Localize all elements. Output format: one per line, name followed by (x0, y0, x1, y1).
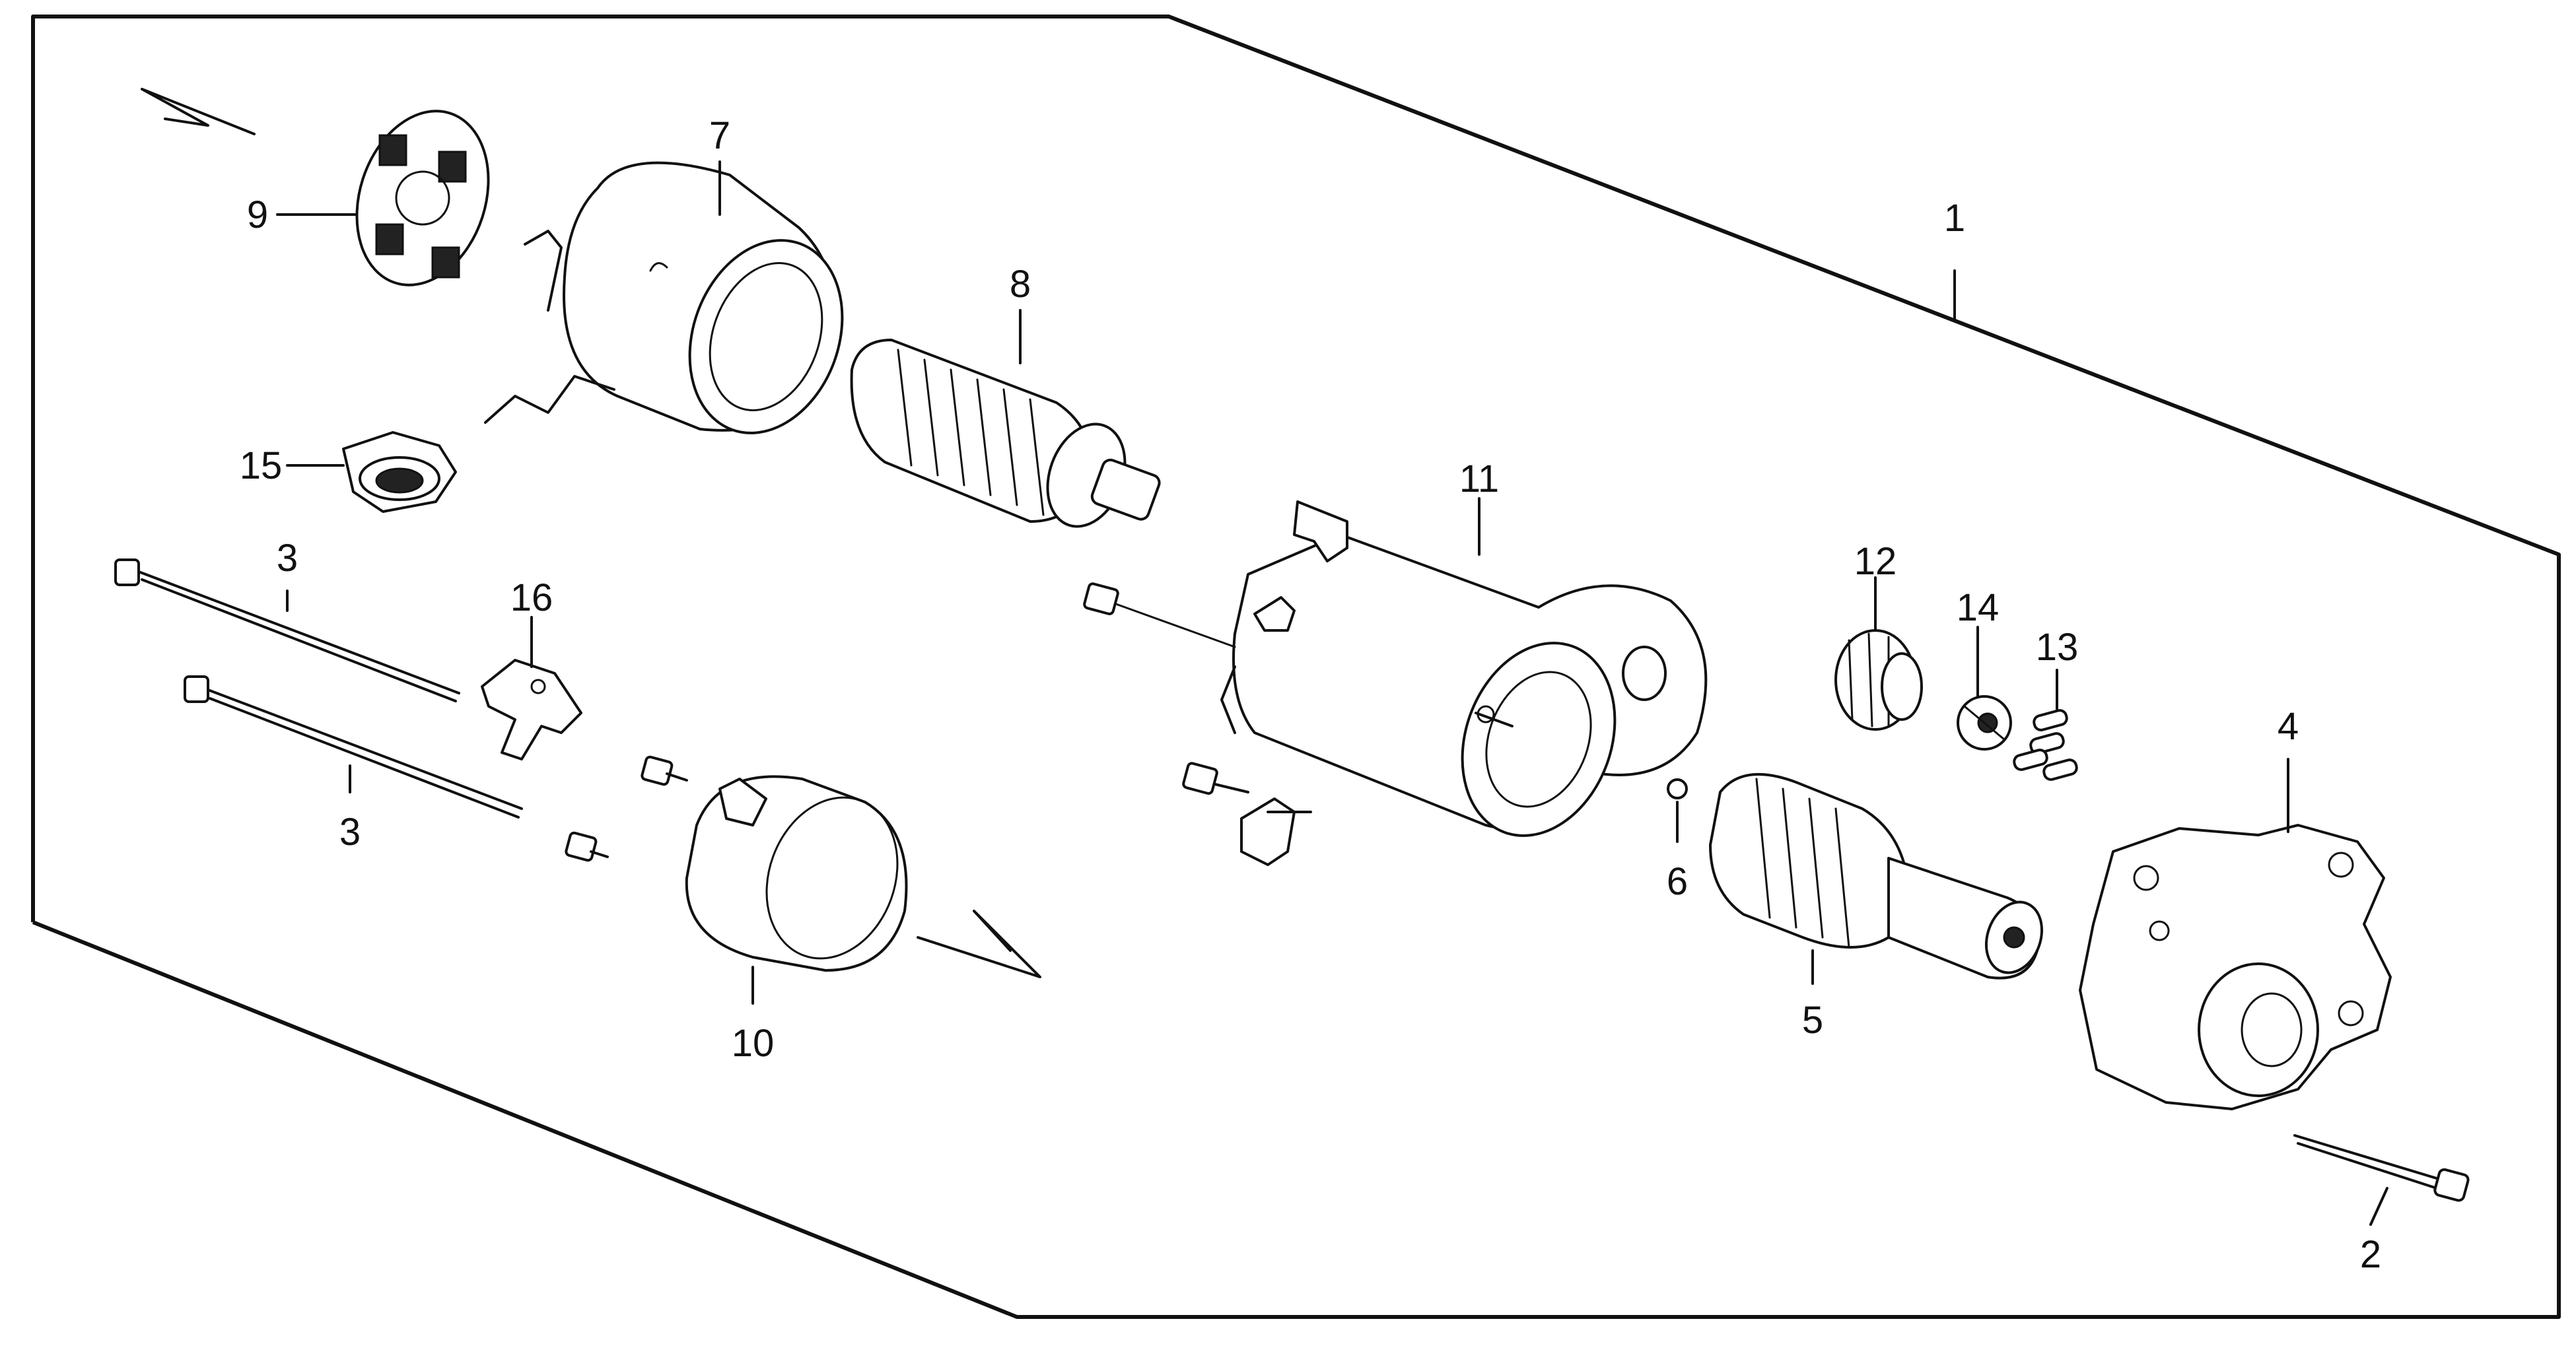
magnetic-switch-part (1220, 500, 1708, 837)
callout-labels: 1 2 3 3 4 5 6 7 8 9 10 11 12 13 14 15 16 (240, 114, 2381, 1276)
gear-housing-part (2079, 824, 2392, 1110)
callout-6: 6 (1667, 860, 1688, 903)
callout-13: 13 (2036, 626, 2079, 669)
armature-part (850, 339, 1161, 528)
long-bolt-lower-part (184, 675, 523, 819)
retainer-part (1957, 695, 2012, 751)
through-bolt-part (2293, 1134, 2470, 1202)
long-bolt-upper-part (114, 558, 460, 702)
callout-5: 5 (1802, 999, 1823, 1042)
end-cover-part (685, 775, 908, 972)
direction-arrow-upper (141, 88, 256, 135)
terminal-bracket-part (1240, 797, 1312, 866)
housing-screw-lower-part (1182, 762, 1249, 795)
screw-lower-part (565, 831, 609, 862)
callout-7: 7 (709, 114, 730, 157)
bearing-part (342, 431, 457, 513)
callout-14: 14 (1957, 586, 2000, 629)
brush-spring-clip-part (481, 659, 582, 760)
screw-upper-part (641, 755, 688, 786)
callout-2: 2 (2360, 1233, 2381, 1276)
rollers-part (2013, 709, 2078, 781)
callout-15: 15 (240, 444, 283, 487)
callout-11: 11 (1459, 457, 1499, 500)
callout-10: 10 (732, 1022, 775, 1065)
callout-16: 16 (510, 576, 553, 619)
yoke-part (484, 161, 844, 434)
callout-3-upper: 3 (277, 537, 298, 580)
callout-4: 4 (2278, 705, 2299, 748)
housing-screw-upper-part (1083, 582, 1236, 648)
callout-12: 12 (1854, 540, 1897, 583)
brush-holder-part (355, 110, 490, 286)
callout-9: 9 (247, 193, 268, 236)
leader-lines (276, 160, 2388, 1226)
diagram-frame (31, 15, 2561, 1319)
callout-8: 8 (1010, 263, 1031, 306)
callout-3-lower: 3 (339, 811, 361, 854)
callout-1: 1 (1944, 197, 1965, 240)
overrunning-clutch-part (1709, 773, 2044, 980)
direction-arrow-lower (917, 910, 1041, 978)
steel-ball-part (1667, 778, 1688, 799)
idler-gear-part (1834, 629, 1923, 731)
